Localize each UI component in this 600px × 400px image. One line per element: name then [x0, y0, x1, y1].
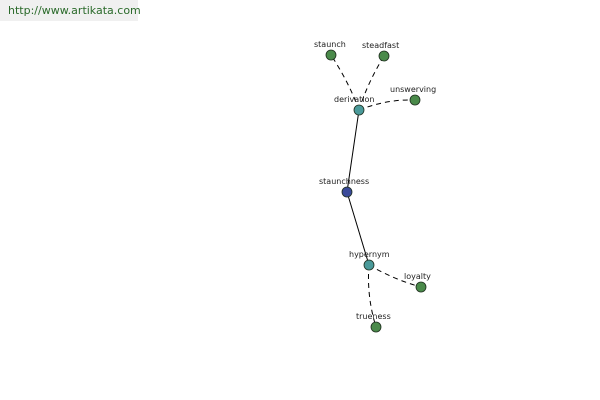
circle-icon[interactable] — [378, 50, 390, 62]
source-link[interactable]: http://www.artikata.com — [8, 4, 141, 17]
node-label-loyalty[interactable]: loyalty — [404, 272, 431, 281]
node-label-staunch[interactable]: staunch — [314, 40, 346, 49]
circle-icon[interactable] — [341, 186, 353, 198]
node-derivation[interactable]: derivation — [334, 95, 374, 116]
node-staunch[interactable]: staunch — [314, 40, 346, 61]
node-steadfast[interactable]: steadfast — [362, 41, 399, 62]
node-label-steadfast[interactable]: steadfast — [362, 41, 399, 50]
circle-icon[interactable] — [409, 94, 421, 106]
node-label-trueness[interactable]: trueness — [356, 312, 391, 321]
node-unswerving[interactable]: unswerving — [390, 85, 436, 106]
node-staunchness[interactable]: staunchness — [319, 177, 369, 198]
node-label-unswerving[interactable]: unswerving — [390, 85, 436, 94]
edge-derivation-staunch — [330, 54, 360, 111]
circle-icon[interactable] — [415, 281, 427, 293]
circle-icon[interactable] — [363, 259, 375, 271]
node-label-staunchness[interactable]: staunchness — [319, 177, 369, 186]
node-label-derivation[interactable]: derivation — [334, 95, 374, 104]
nodes-layer: staunchness derivation hypernym staunch stea… — [314, 40, 436, 333]
node-trueness[interactable]: trueness — [356, 312, 391, 333]
circle-icon[interactable] — [370, 321, 382, 333]
circle-icon[interactable] — [353, 104, 365, 116]
node-label-hypernym[interactable]: hypernym — [349, 250, 390, 259]
circle-icon[interactable] — [325, 49, 337, 61]
source-banner: http://www.artikata.com — [0, 0, 141, 21]
node-hypernym[interactable]: hypernym — [349, 250, 390, 271]
edge-staunchness-hypernym — [346, 191, 370, 266]
node-loyalty[interactable]: loyalty — [404, 272, 431, 293]
edge-staunchness-derivation — [346, 109, 360, 193]
